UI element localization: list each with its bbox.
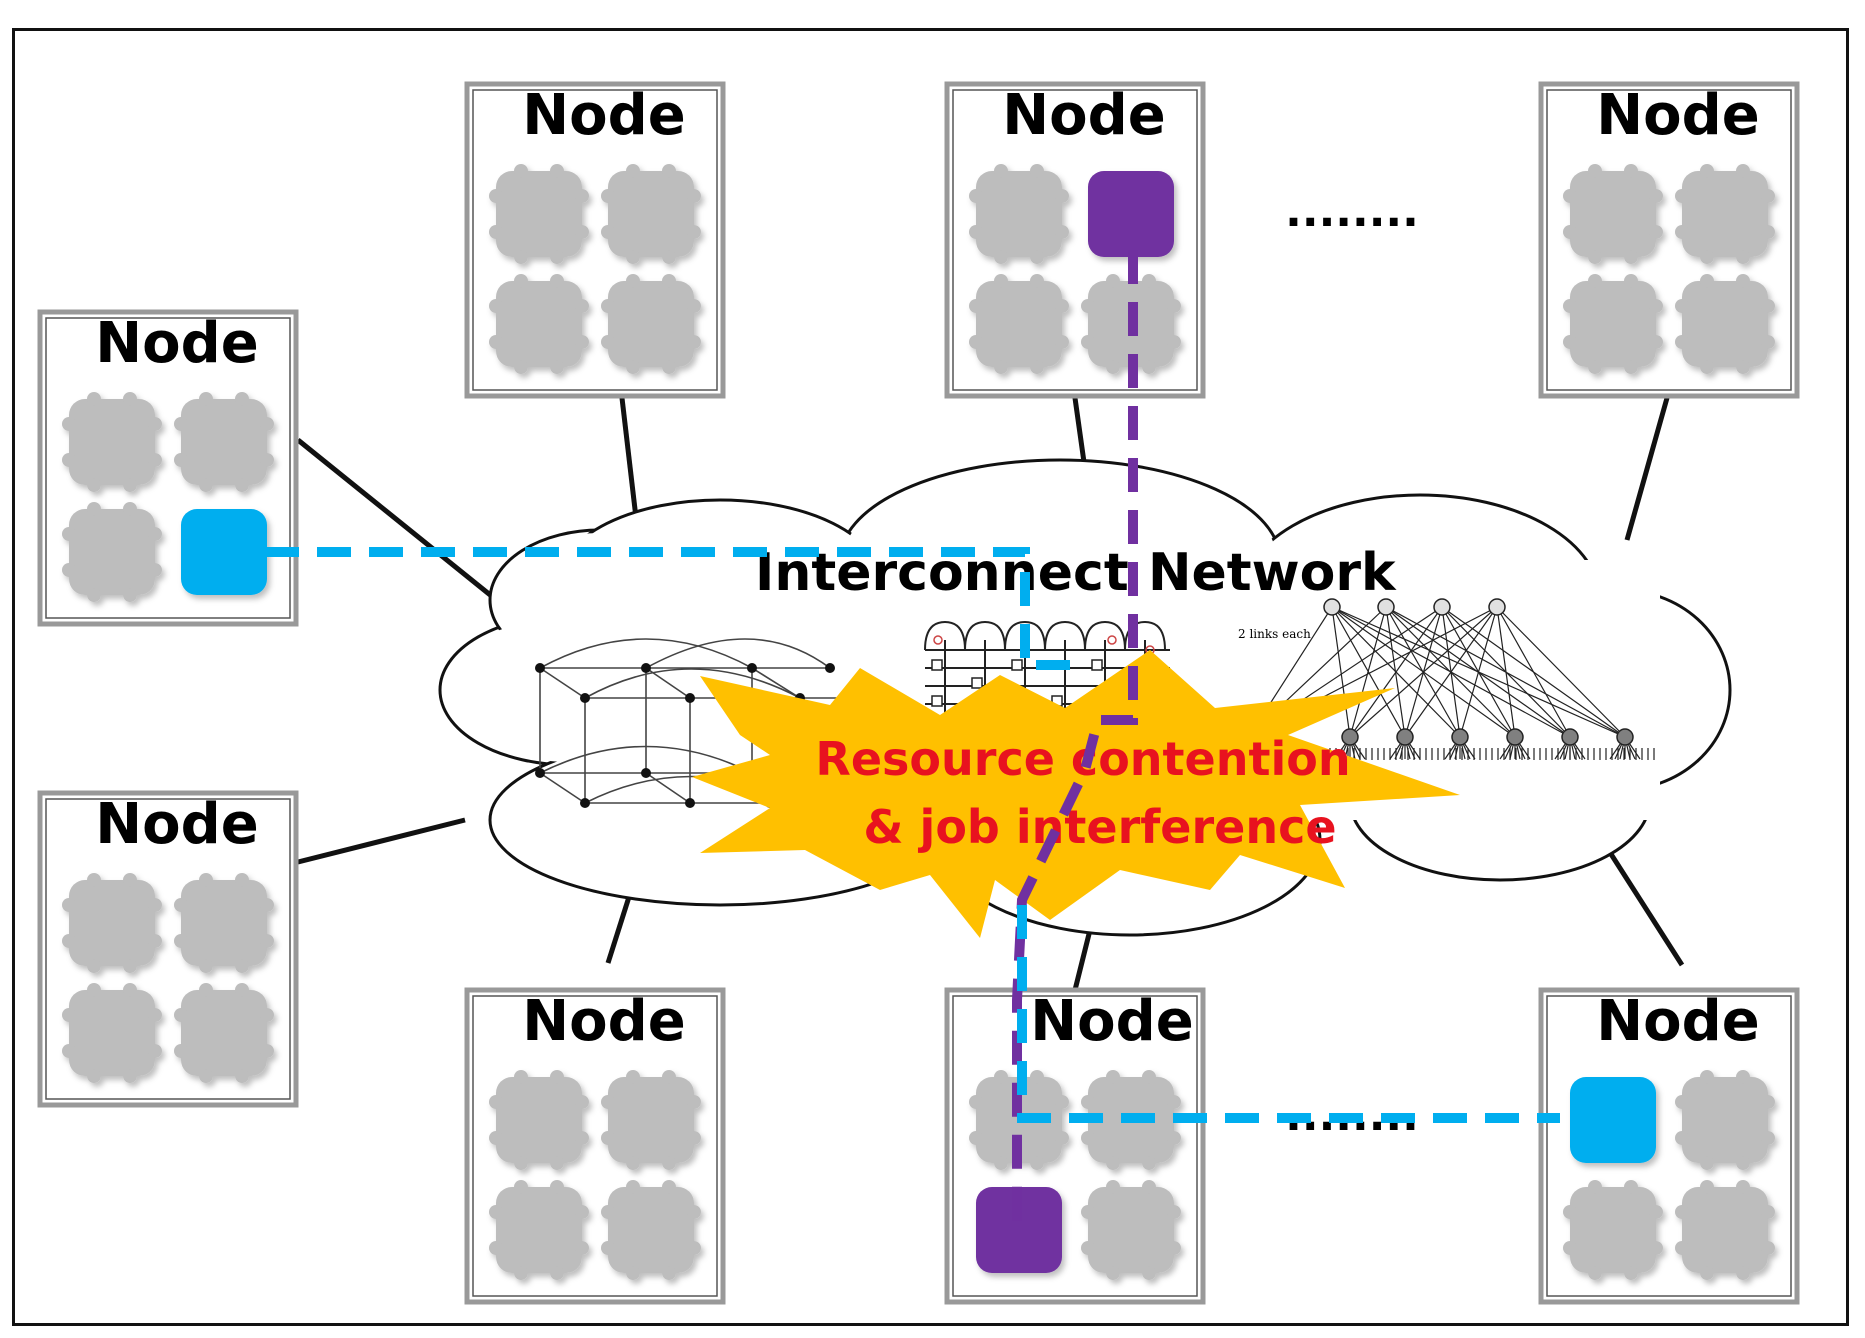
node-bottom-3: Node	[944, 987, 1206, 1305]
blue-job-path-lower	[1017, 905, 1560, 1123]
tree-switch-edge	[1341, 728, 1359, 746]
core-purple-job	[976, 1187, 1062, 1273]
contention-text-line2: & job interference	[863, 800, 1336, 854]
tree-switch-top	[1323, 598, 1341, 616]
core-idle	[601, 274, 701, 374]
core-idle	[174, 983, 274, 1083]
topology-note: 2 links each	[1238, 627, 1311, 641]
node-top-4: Node	[1538, 81, 1800, 399]
tree-switch-top	[1488, 598, 1506, 616]
node-left-1: Node	[37, 309, 299, 627]
core-idle	[601, 1180, 701, 1280]
node-top-2: Node	[464, 81, 726, 399]
tree-switch-edge	[1616, 728, 1634, 746]
node-title: Node	[1002, 83, 1165, 148]
core-idle	[62, 392, 162, 492]
core-idle	[601, 164, 701, 264]
core-blue-job	[181, 509, 267, 595]
tree-switch-edge	[1396, 728, 1414, 746]
link-left-1	[296, 438, 527, 625]
diagram-frame	[12, 28, 1849, 1326]
node-bottom-4: Node	[1538, 987, 1800, 1305]
node-title: Node	[95, 792, 258, 857]
core-blue-job	[1570, 1077, 1656, 1163]
job-paths	[265, 250, 1560, 1225]
core-idle	[1675, 274, 1775, 374]
tree-switch-edge	[1561, 728, 1579, 746]
more-nodes-ellipsis-top: ........	[1285, 186, 1419, 237]
network-label-right: Network	[1148, 543, 1397, 603]
core-idle	[174, 392, 274, 492]
core-idle	[969, 164, 1069, 264]
node-title: Node	[522, 83, 685, 148]
core-idle	[601, 1070, 701, 1170]
core-idle	[489, 1180, 589, 1280]
core-idle	[174, 873, 274, 973]
core-idle	[1081, 1180, 1181, 1280]
core-idle	[969, 274, 1069, 374]
link-left-2	[297, 817, 466, 865]
tree-switch-top	[1433, 598, 1451, 616]
node-title: Node	[95, 311, 258, 376]
core-idle	[1563, 1180, 1663, 1280]
purple-job-path	[1012, 250, 1138, 1225]
link-top-4	[1624, 397, 1670, 541]
node-left-2: Node	[37, 790, 299, 1108]
blue-job-path-upper	[265, 547, 1075, 670]
fat-tree-topology-icon: 2 links each	[1238, 598, 1655, 760]
core-idle	[1675, 164, 1775, 264]
core-idle	[62, 983, 162, 1083]
tree-switch-edge	[1506, 728, 1524, 746]
core-idle	[1675, 1180, 1775, 1280]
tree-switch-edge	[1451, 728, 1469, 746]
node-bottom-2: Node	[464, 987, 726, 1305]
core-idle	[489, 274, 589, 374]
link-bottom-3	[1072, 929, 1093, 991]
tree-switch-top	[1377, 598, 1395, 616]
core-idle	[1563, 274, 1663, 374]
node-title: Node	[1030, 989, 1193, 1054]
core-purple-job	[1088, 171, 1174, 257]
core-idle	[62, 873, 162, 973]
node-title: Node	[1596, 83, 1759, 148]
node-title: Node	[1596, 989, 1759, 1054]
node-title: Node	[522, 989, 685, 1054]
node-top-3: Node	[944, 81, 1206, 399]
core-idle	[1563, 164, 1663, 264]
core-idle	[1675, 1070, 1775, 1170]
core-idle	[62, 502, 162, 602]
core-idle	[489, 164, 589, 264]
core-idle	[489, 1070, 589, 1170]
